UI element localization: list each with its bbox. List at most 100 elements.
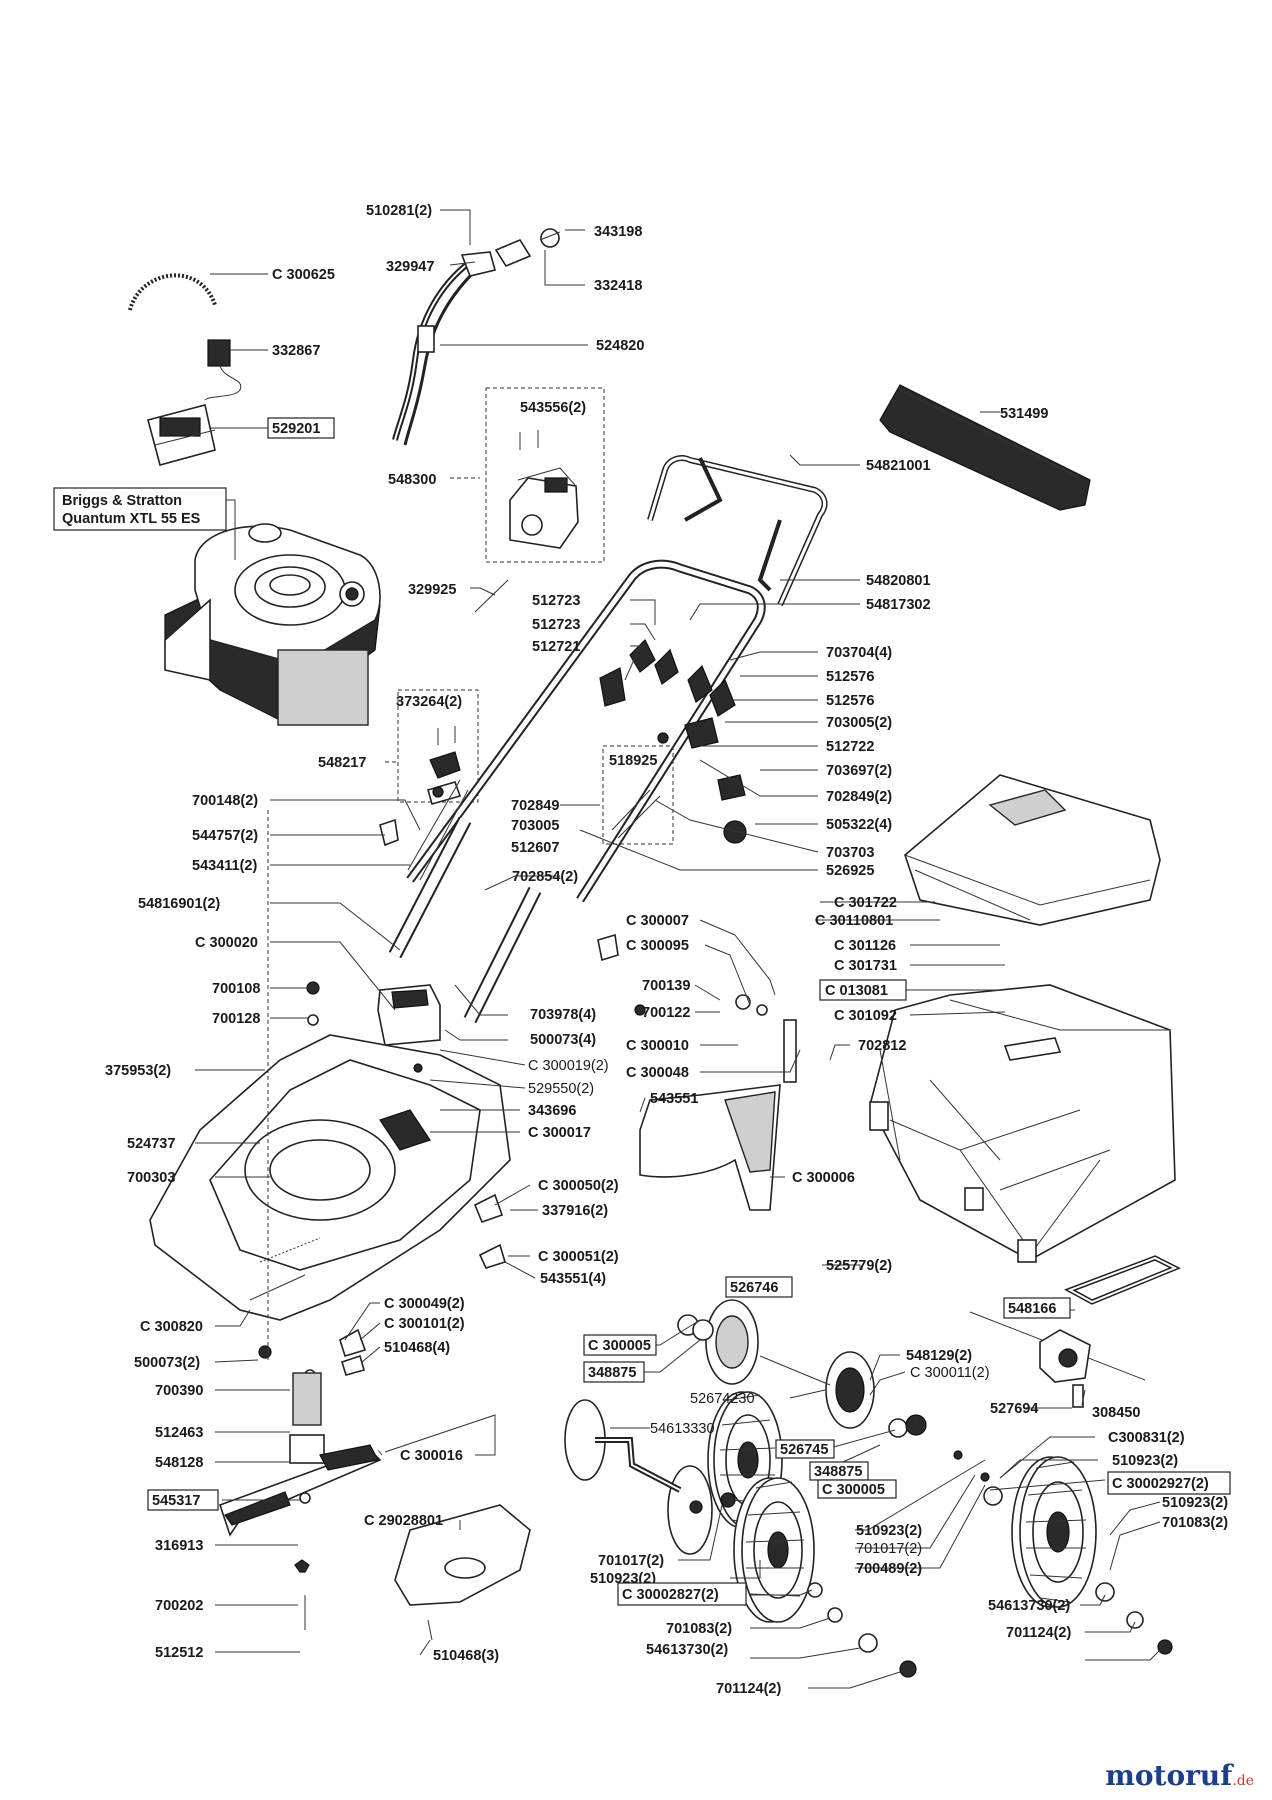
lever-518925-drawing	[611, 789, 661, 839]
gearbox-drawing	[969, 1311, 1146, 1408]
part-label: C 301092	[834, 1008, 897, 1024]
bracket-548217-drawing	[427, 726, 462, 805]
part-label: 343198	[594, 224, 642, 240]
part-label: C 013081	[825, 983, 888, 999]
part-label: 512723	[532, 593, 580, 609]
part-label: 525779(2)	[826, 1258, 892, 1274]
part-label: 337916(2)	[542, 1203, 608, 1219]
part-label: C 30002827(2)	[622, 1587, 719, 1603]
part-label: C300831(2)	[1108, 1430, 1185, 1446]
part-label: C 301731	[834, 958, 897, 974]
part-label: 545317	[152, 1493, 200, 1509]
part-label: 512576	[826, 693, 874, 709]
hub-wheel-left-drawing	[705, 1299, 875, 1429]
part-label: 526745	[780, 1442, 828, 1458]
brand-logo: motoruf.de	[1105, 1759, 1254, 1792]
part-label: 703697(2)	[826, 763, 892, 779]
part-label: 54821001	[866, 458, 931, 474]
part-label: 526746	[730, 1280, 778, 1296]
part-label: C 300050(2)	[538, 1178, 619, 1194]
part-label-box	[1003, 1297, 1071, 1319]
part-label: 510923(2)	[1112, 1453, 1178, 1469]
part-label: 348875	[814, 1464, 862, 1480]
part-label: 703704(4)	[826, 645, 892, 661]
part-label: 703005	[511, 818, 559, 834]
bracket-c300007-drawing	[734, 934, 776, 996]
part-label-box	[819, 979, 907, 1001]
part-label: 54820801	[866, 573, 931, 589]
part-label: C 300016	[400, 1448, 463, 1464]
catcher-bag-drawing	[869, 984, 1176, 1263]
part-label: 701083(2)	[666, 1621, 732, 1637]
brand-suffix: .de	[1232, 1773, 1254, 1789]
part-label: 54613330	[650, 1421, 715, 1437]
upper-handle-drawing	[647, 455, 828, 607]
discharge-chute-drawing	[639, 1084, 781, 1211]
part-label: 701124(2)	[1006, 1625, 1071, 1641]
part-label: 52674230	[690, 1391, 755, 1407]
part-label: 529550(2)	[528, 1081, 594, 1097]
part-label: C 300048	[626, 1065, 689, 1081]
part-label: 527694	[990, 1401, 1038, 1417]
front-wheel-drawing	[733, 1477, 815, 1623]
part-label: C 300006	[792, 1170, 855, 1186]
rear-flap-bracket-drawing	[377, 984, 441, 1046]
part-label: 518925	[609, 753, 657, 769]
battery-drawing	[147, 404, 216, 466]
part-label: 548129(2)	[906, 1348, 972, 1364]
part-label: 529201	[272, 421, 320, 437]
part-label-box	[583, 1334, 657, 1356]
part-label: C 300017	[528, 1125, 591, 1141]
part-label: 54817302	[866, 597, 931, 613]
part-label: 526925	[826, 863, 874, 879]
part-label: 548128	[155, 1455, 203, 1471]
lower-handle-drawing	[388, 779, 542, 1024]
part-label: C 300101(2)	[384, 1316, 465, 1332]
switch-548300-drawing	[509, 430, 579, 549]
part-label: 512722	[826, 739, 874, 755]
part-label: 54613730(2)	[988, 1598, 1070, 1614]
part-label: 510923(2)	[856, 1523, 922, 1539]
cable-524820-drawing	[392, 228, 561, 446]
part-label: 373264(2)	[396, 694, 462, 710]
part-label: 510468(4)	[384, 1340, 450, 1356]
part-label-box	[147, 1489, 219, 1511]
part-label: 700108	[212, 981, 260, 997]
part-label: 544757(2)	[192, 828, 258, 844]
part-label: C 300051(2)	[538, 1249, 619, 1265]
part-label: 700202	[155, 1598, 203, 1614]
axle-drawing	[564, 1399, 713, 1555]
part-label: 543551(4)	[540, 1271, 606, 1287]
part-label: 510468(3)	[433, 1648, 499, 1664]
part-label: 701124(2)	[716, 1681, 781, 1697]
part-label: C 300005	[822, 1482, 885, 1498]
part-label: 524820	[596, 338, 644, 354]
part-label: 702812	[858, 1038, 906, 1054]
part-label: 332867	[272, 343, 320, 359]
catcher-lid-drawing	[904, 774, 1161, 926]
part-label: C 300020	[195, 935, 258, 951]
handle-cover-531499-drawing	[879, 384, 1091, 511]
charger-drawing	[204, 339, 242, 401]
part-label: C 300005	[588, 1338, 651, 1354]
part-label: 543411(2)	[192, 858, 257, 874]
small-brackets-drawing	[339, 774, 746, 1376]
leader-lines	[195, 209, 1161, 1689]
part-label: 543551	[650, 1091, 698, 1107]
part-label-box	[267, 417, 335, 439]
part-label: 505322(4)	[826, 817, 892, 833]
part-label-box	[725, 1276, 793, 1298]
spring-cable-drawing	[128, 273, 217, 311]
part-label: 510923(2)	[1162, 1495, 1228, 1511]
part-label: C 30002927(2)	[1112, 1476, 1209, 1492]
rear-wheel-right-drawing	[1011, 1456, 1097, 1608]
bracket-c300048-drawing	[783, 1019, 797, 1083]
belt-drawing	[1064, 1255, 1182, 1305]
part-label: 512463	[155, 1425, 203, 1441]
part-label: 701017(2)	[856, 1541, 922, 1557]
handle-clips-drawing	[599, 638, 736, 749]
part-label: 510281(2)	[366, 203, 432, 219]
part-label: 548217	[318, 755, 366, 771]
engine-label-line1: Briggs & Stratton	[62, 493, 182, 509]
